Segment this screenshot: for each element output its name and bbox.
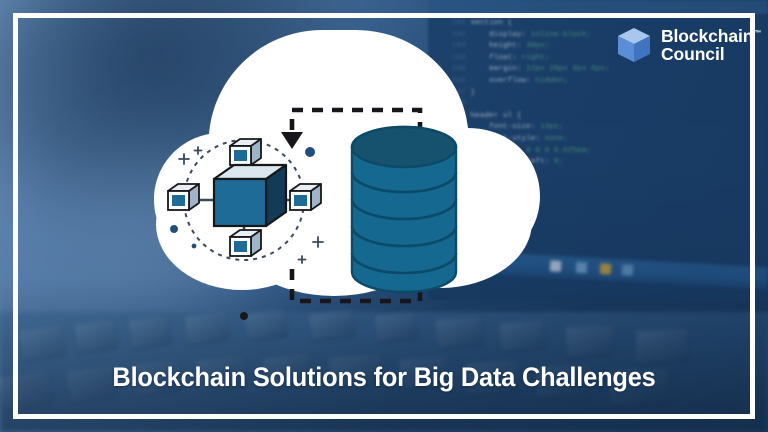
background-bottom-shade <box>0 282 768 432</box>
central-block-cube <box>212 163 288 228</box>
decor-dot-4 <box>240 312 248 320</box>
blockchain-network-icon <box>167 138 324 320</box>
decor-dot-1 <box>305 147 315 157</box>
brand-line-2: Council <box>661 44 725 64</box>
node-cube-right <box>289 183 322 211</box>
page-title: Blockchain Solutions for Big Data Challe… <box>112 362 656 392</box>
node-cube-top <box>229 138 262 166</box>
node-cube-left <box>167 183 200 211</box>
cloud-shape <box>154 30 540 296</box>
trademark-symbol: ™ <box>754 29 762 37</box>
node-cube-bottom <box>229 229 262 257</box>
decor-sparkles <box>178 146 324 264</box>
database-cylinder-icon <box>350 125 458 294</box>
decor-dot-2 <box>170 225 178 233</box>
decor-dot-3 <box>191 243 197 249</box>
arrow-down-into-network <box>281 132 303 149</box>
cloud-illustration <box>122 24 542 344</box>
cube-logo-icon <box>618 28 650 62</box>
